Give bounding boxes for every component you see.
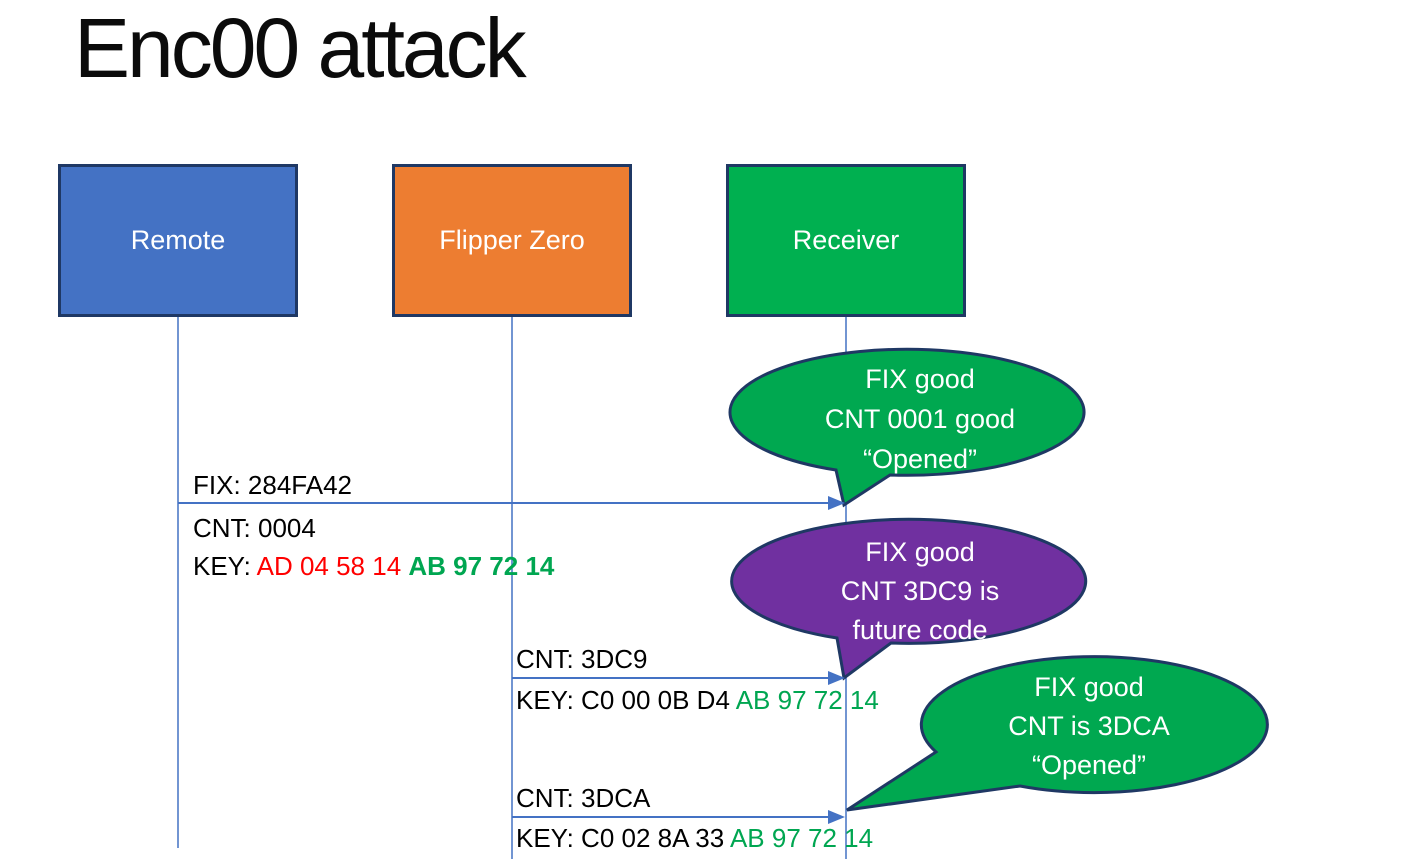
- key-label: KEY:: [193, 551, 257, 581]
- key-green-bytes: AB 97 72 14: [729, 823, 874, 853]
- callout-bubble-opened-1[interactable]: [728, 347, 1086, 508]
- arrowhead-icon: [828, 671, 845, 685]
- callout2-line1: FIX good: [865, 537, 975, 567]
- message2-cnt-line[interactable]: CNT: 3DC9: [516, 644, 648, 674]
- callout2-text: FIX good CNT 3DC9 is future code: [743, 533, 1097, 650]
- actor-label-receiver: Receiver: [792, 225, 900, 255]
- key-plain-bytes: C0 00 0B D4: [581, 685, 736, 715]
- message2-key-line[interactable]: KEY: C0 00 0B D4 AB 97 72 14: [516, 685, 879, 715]
- page-title: Enc00 attack: [74, 1, 527, 95]
- message1-fix-line[interactable]: FIX: 284FA42: [193, 470, 352, 500]
- callout3-line1: FIX good: [1034, 672, 1144, 702]
- arrowhead-icon: [828, 810, 845, 824]
- callout3-text: FIX good CNT is 3DCA “Opened”: [912, 668, 1266, 785]
- message3-key-line[interactable]: KEY: C0 02 8A 33 AB 97 72 14: [516, 823, 873, 853]
- arrowhead-icon: [828, 496, 845, 510]
- key-green-bytes: AB 97 72 14: [735, 685, 879, 715]
- callout-bubble-future-code[interactable]: [730, 517, 1088, 681]
- callout3-line2: CNT is 3DCA: [1008, 711, 1170, 741]
- actor-box-remote[interactable]: Remote: [58, 164, 298, 317]
- actor-label-remote: Remote: [130, 225, 226, 255]
- callout1-line2: CNT 0001 good: [824, 404, 1016, 434]
- callout1-text: FIX good CNT 0001 good “Opened”: [743, 359, 1097, 479]
- callout1-line3: “Opened”: [862, 444, 978, 474]
- key-label: KEY:: [516, 823, 582, 853]
- message1-key-line[interactable]: KEY: AD 04 58 14 AB 97 72 14: [193, 551, 554, 581]
- key-green-bytes: AB 97 72 14: [408, 551, 555, 581]
- callout1-line1: FIX good: [865, 364, 975, 394]
- message-arrow-flipper-to-receiver-2: [512, 810, 845, 824]
- callout2-line3: future code: [852, 615, 988, 645]
- callout2-line2: CNT 3DC9 is: [840, 576, 1000, 606]
- message-arrow-flipper-to-receiver-1: [512, 671, 845, 685]
- key-red-bytes: AD 04 58 14: [256, 551, 409, 581]
- key-label: KEY:: [516, 685, 582, 715]
- message3-cnt-line[interactable]: CNT: 3DCA: [516, 783, 651, 813]
- key-plain-bytes: C0 02 8A 33: [581, 823, 730, 853]
- actor-box-flipper-zero[interactable]: Flipper Zero: [392, 164, 632, 317]
- callout-bubble-opened-2[interactable]: [846, 655, 1269, 812]
- actor-box-receiver[interactable]: Receiver: [726, 164, 966, 317]
- actor-label-flipper-zero: Flipper Zero: [439, 225, 585, 255]
- message1-cnt-line[interactable]: CNT: 0004: [193, 513, 316, 543]
- message-arrow-remote-to-receiver: [178, 496, 845, 510]
- callout3-line3: “Opened”: [1031, 750, 1147, 780]
